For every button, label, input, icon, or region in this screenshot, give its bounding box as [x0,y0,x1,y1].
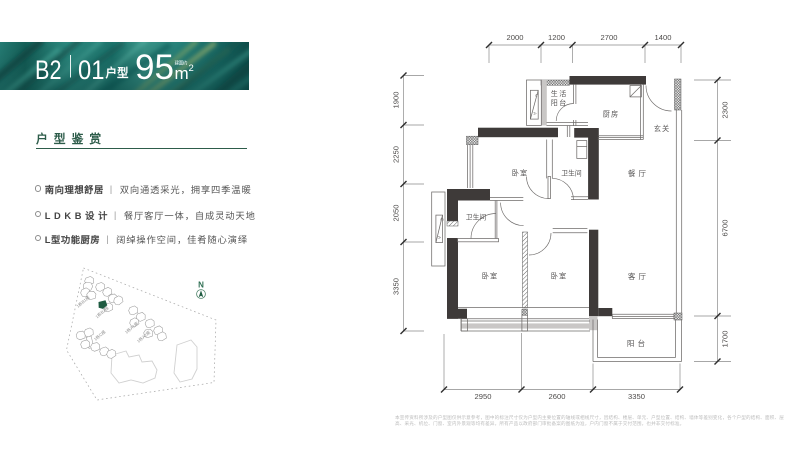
svg-text:3350: 3350 [628,392,645,401]
svg-text:C: C [535,94,540,98]
svg-text:C: C [440,218,445,222]
svg-text:m: m [175,64,189,83]
svg-text:95: 95 [135,48,174,87]
svg-text:2950: 2950 [475,392,492,401]
svg-text:1700: 1700 [721,331,730,348]
svg-text:01: 01 [78,55,105,85]
svg-text:2000: 2000 [507,33,524,42]
svg-text:卫生间: 卫生间 [466,213,487,222]
svg-text:2700: 2700 [601,33,618,42]
svg-text:阳台: 阳台 [627,338,648,348]
svg-text:N: N [198,281,204,290]
svg-text:户型: 户型 [106,66,129,80]
svg-text:B2: B2 [35,55,62,85]
svg-text:建面约: 建面约 [175,60,188,67]
svg-text:玄关: 玄关 [654,124,670,133]
svg-text:卧室: 卧室 [551,272,567,281]
svg-text:厨房: 厨房 [603,110,619,119]
svg-text:卧室: 卧室 [482,272,498,281]
svg-text:2600: 2600 [549,392,566,401]
svg-text:6700: 6700 [721,220,730,237]
svg-text:1200: 1200 [548,33,565,42]
svg-text:2: 2 [189,63,194,74]
svg-text:生活: 生活 [551,89,568,98]
svg-text:3350: 3350 [392,278,401,295]
svg-text:A: A [532,112,537,116]
svg-text:A: A [437,236,442,240]
svg-text:餐厅: 餐厅 [628,169,649,178]
svg-text:卫生间: 卫生间 [561,169,582,178]
svg-text:2250: 2250 [392,146,401,163]
svg-text:卧室: 卧室 [512,169,528,178]
svg-text:2300: 2300 [721,102,730,119]
svg-text:2050: 2050 [392,205,401,222]
svg-text:1900: 1900 [392,92,401,109]
svg-text:1400: 1400 [655,33,672,42]
svg-text:客厅: 客厅 [628,271,649,281]
svg-text:阳台: 阳台 [551,98,568,107]
